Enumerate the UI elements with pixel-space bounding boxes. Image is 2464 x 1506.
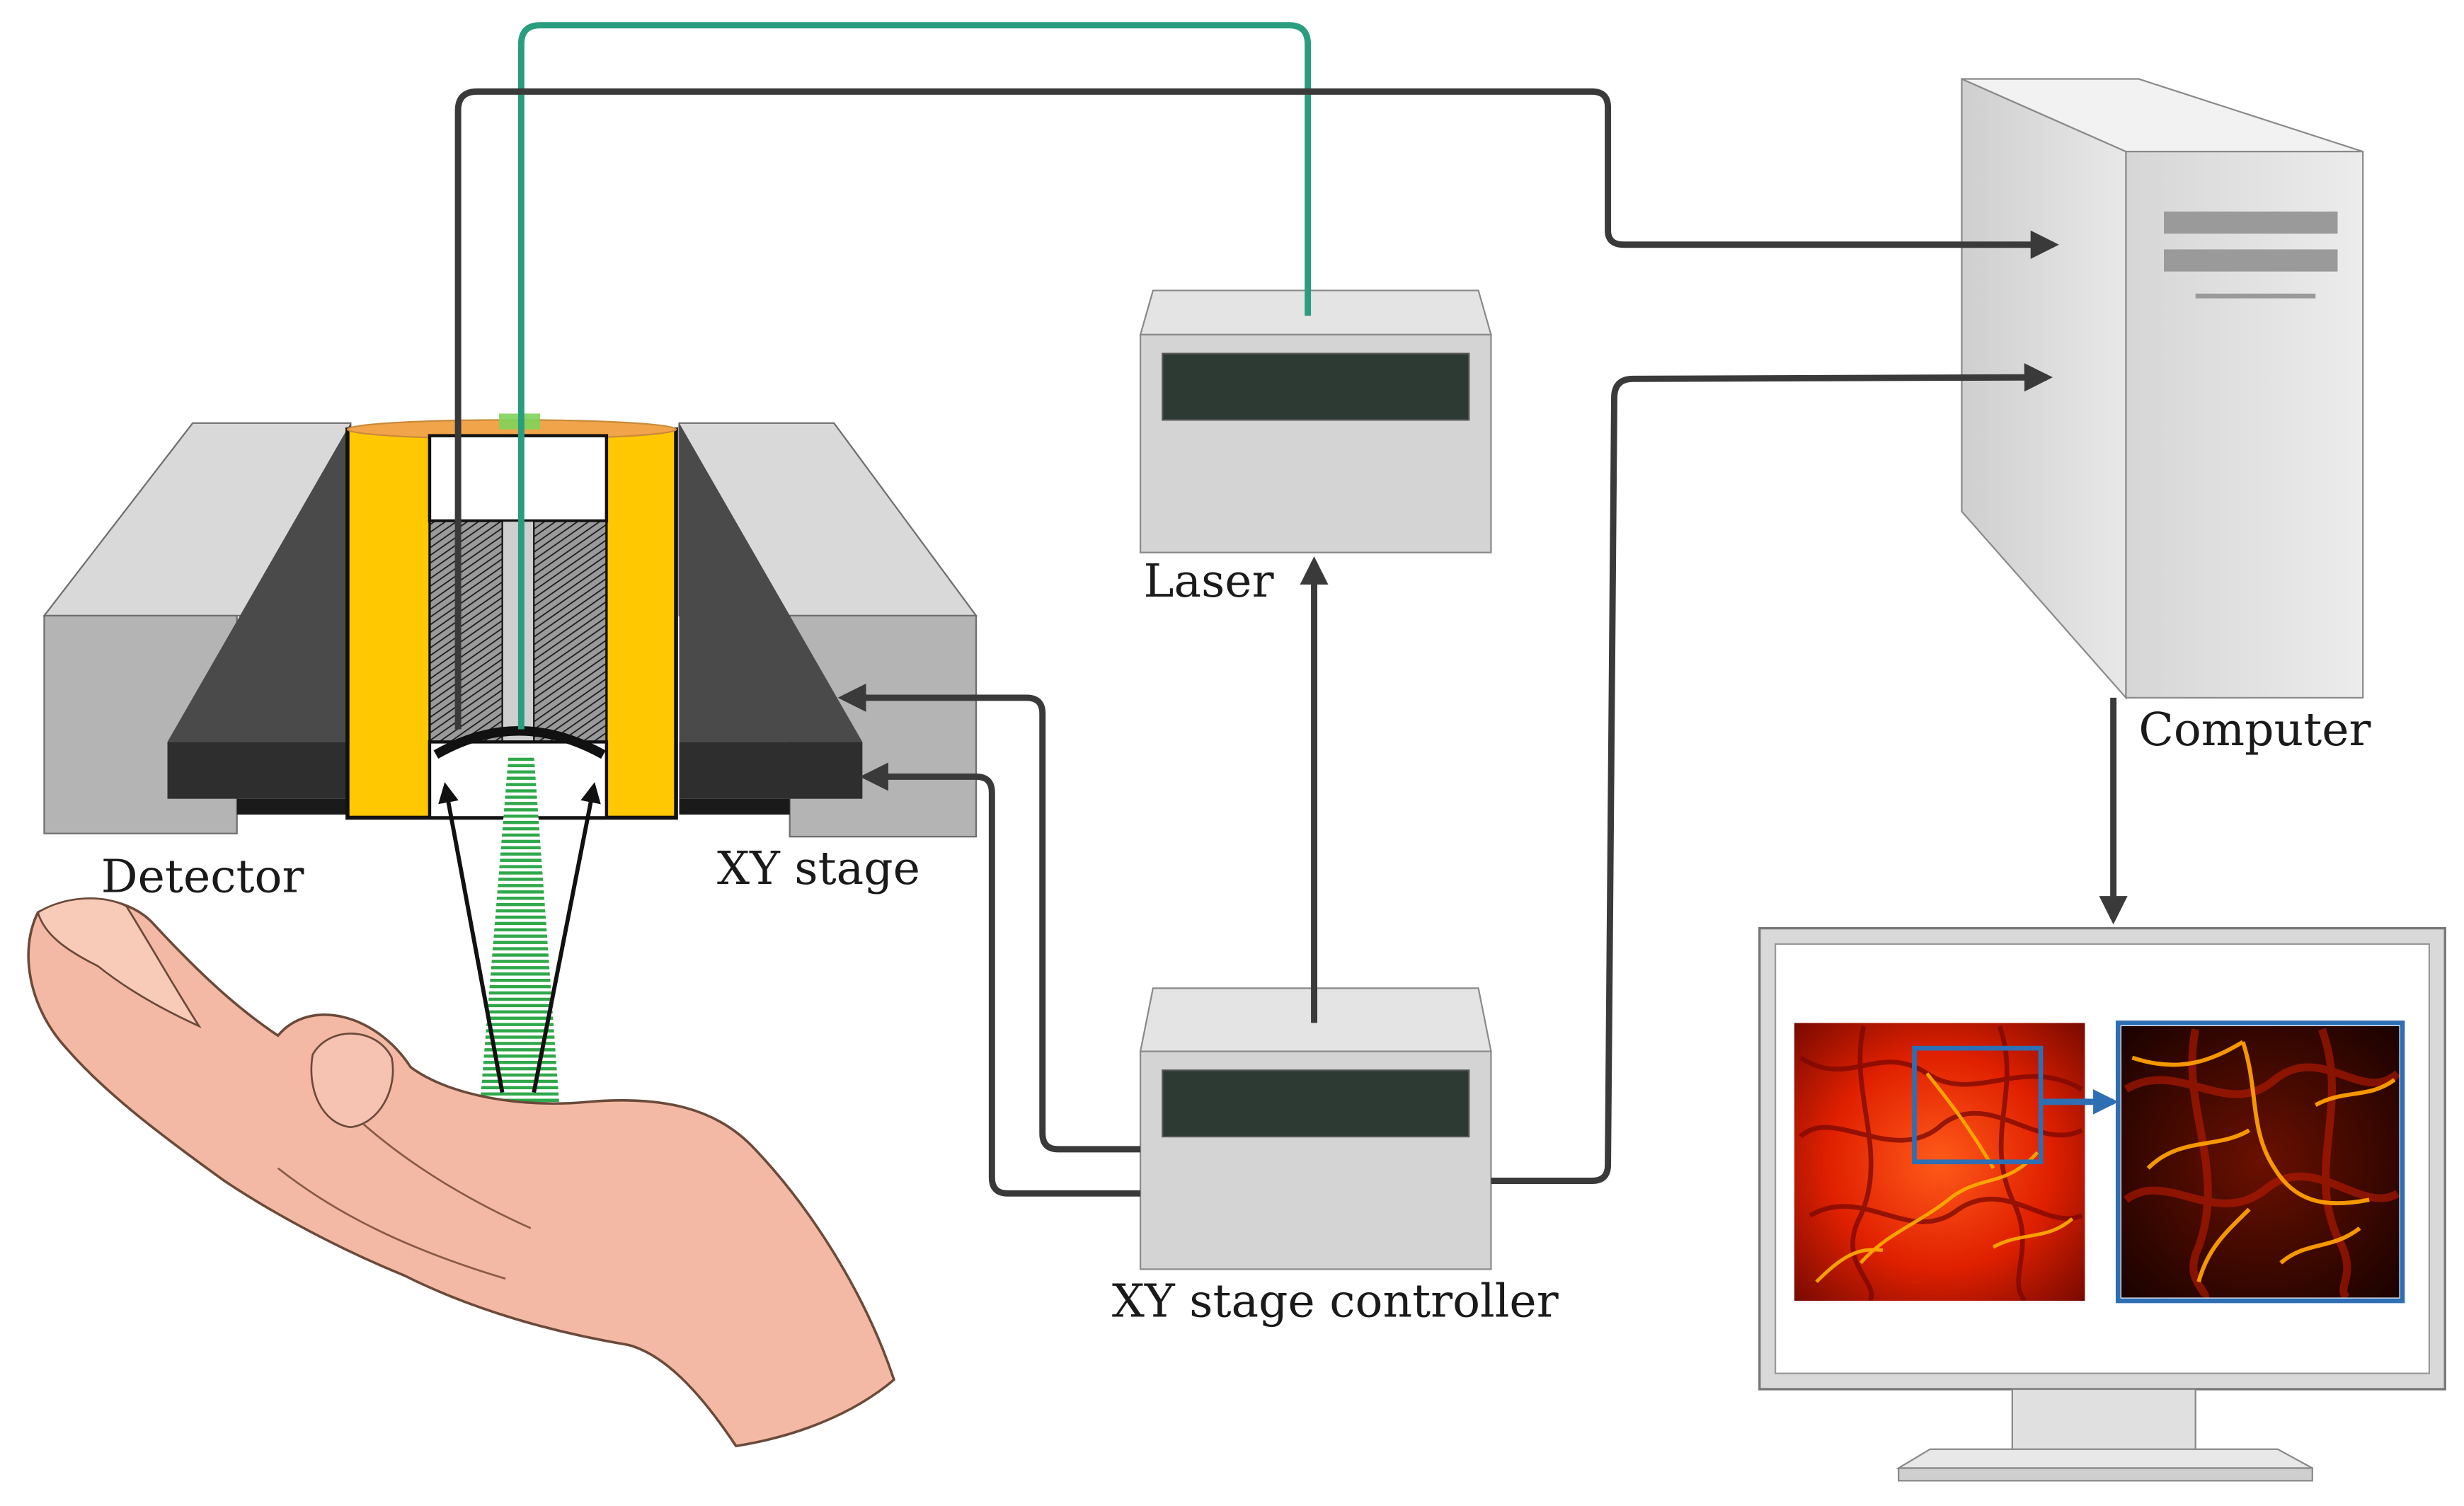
- laser-label: Laser: [1144, 555, 1274, 608]
- xy-stage-controller-unit: [1139, 987, 1492, 1270]
- xy-stage: [42, 422, 978, 838]
- laser-unit: [1139, 289, 1492, 553]
- optical-fiber: [517, 22, 1312, 730]
- vasculature-image-zoomed: [2121, 1025, 2400, 1298]
- detector-label: Detector: [101, 850, 304, 903]
- laser-beam: [480, 754, 559, 1102]
- computer-label: Computer: [2138, 703, 2371, 757]
- computer-tower: [1961, 77, 2364, 700]
- monitor: [1758, 926, 2446, 1482]
- cable-controller-to-xy-stage-lower: [859, 762, 1141, 1197]
- hand-sample: [27, 897, 896, 1448]
- zoomed-image-frame: [2115, 1021, 2405, 1304]
- acoustic-signal-arrows: [438, 782, 601, 1093]
- cable-controller-to-computer: [1491, 363, 2053, 1184]
- cable-controller-to-xy-stage-upper: [837, 683, 1141, 1153]
- xy-stage-controller-label: XY stage controller: [1112, 1275, 1559, 1328]
- xy-stage-label: XY stage: [717, 842, 920, 895]
- cable-detector-to-computer: [454, 88, 2059, 730]
